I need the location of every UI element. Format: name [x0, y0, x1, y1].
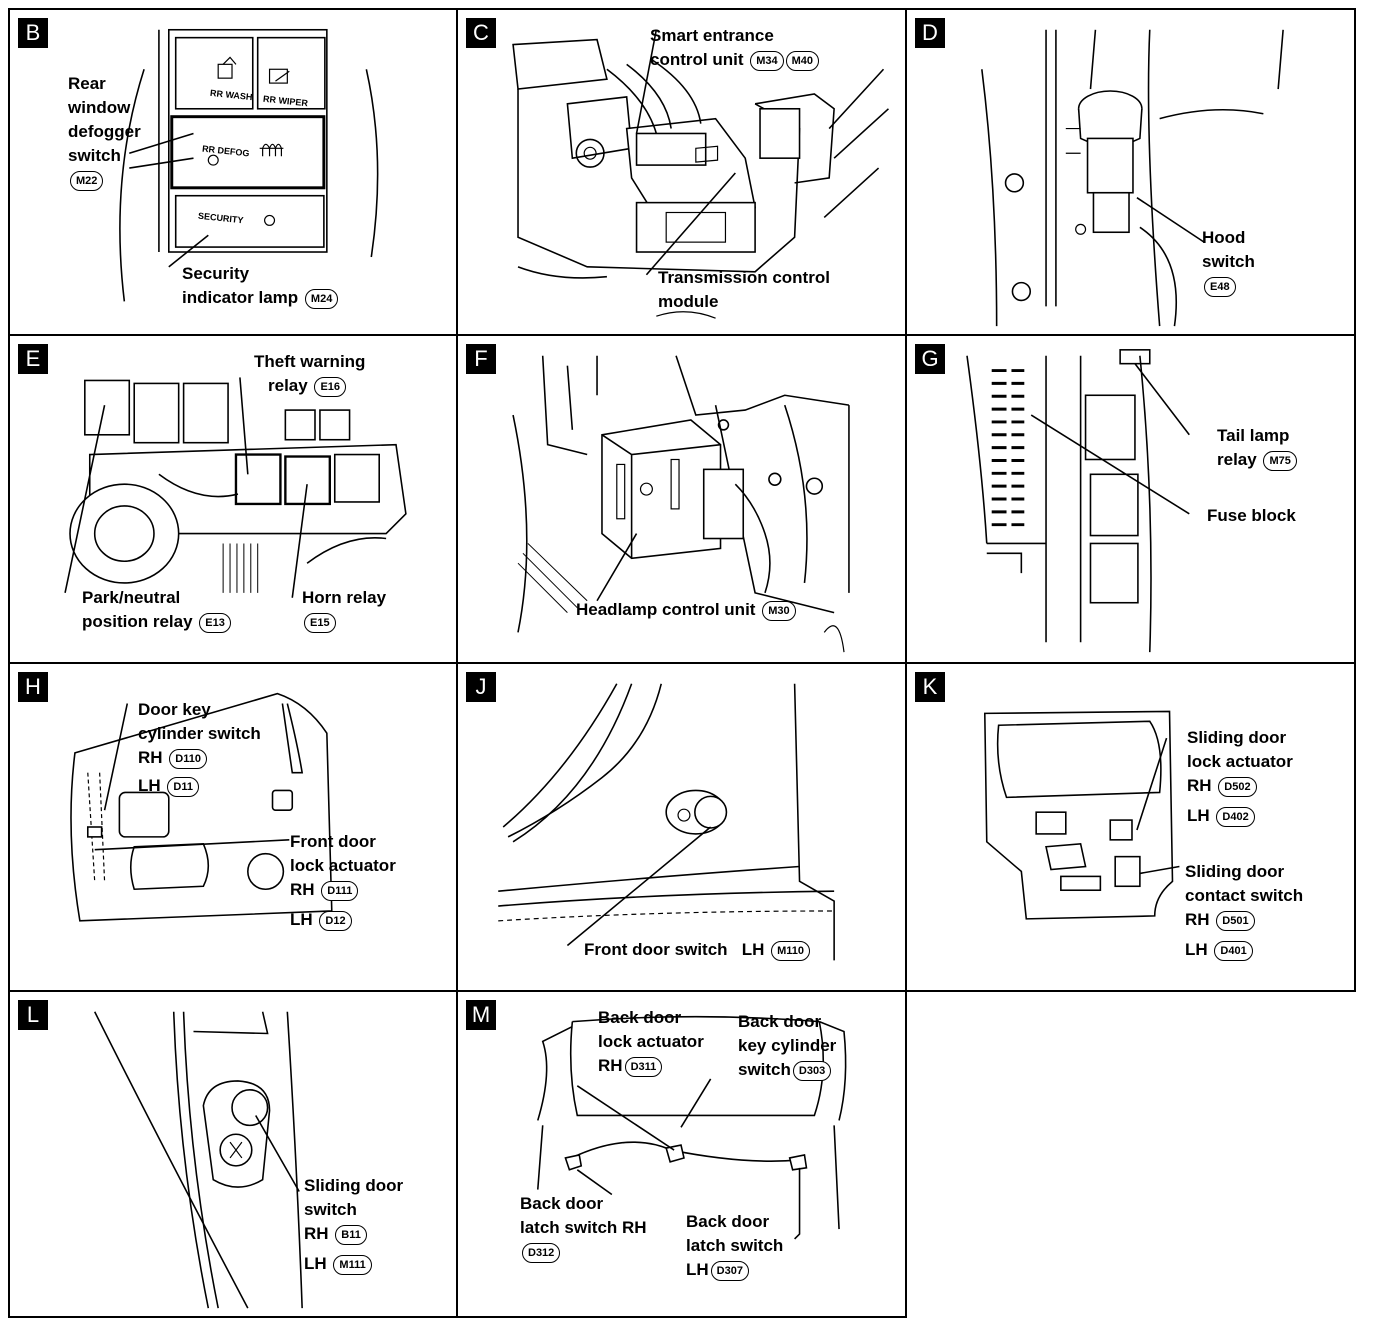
- panel-badge: D: [915, 18, 945, 48]
- connector-e48: E48: [1204, 276, 1236, 297]
- panel-j: J Front door switch LH M110: [456, 662, 907, 992]
- panel-b: B RR WASH RR WIPER RR DEFOG SECURITY Rea…: [8, 8, 458, 336]
- panel-badge: B: [18, 18, 48, 48]
- panel-badge: K: [915, 672, 945, 702]
- headlamp-unit-illustration: [512, 355, 850, 653]
- panel-badge: J: [466, 672, 496, 702]
- connector-m40: M40: [785, 50, 820, 71]
- sliding-door-switch-label: Sliding door switch RH B11 LH M111: [304, 1176, 404, 1275]
- connector-e15: E15: [304, 612, 336, 633]
- door-key-cylinder-label: Door key cylinder switch RH D110 LH D11: [138, 700, 261, 797]
- connector-m110: M110: [771, 940, 811, 961]
- relay-box-illustration: [64, 377, 407, 598]
- park-neutral-label: Park/neutral position relay E13: [82, 586, 231, 634]
- theft-relay-label: Theft warning relay E16: [254, 352, 366, 397]
- panel-badge: C: [466, 18, 496, 48]
- back-door-latch-rh-label: Back door latch switch RH D312: [520, 1192, 647, 1264]
- panel-badge: G: [915, 344, 945, 374]
- front-door-switch-label: Front door switch LH M110: [584, 938, 811, 962]
- connector-d311: D311: [624, 1056, 663, 1077]
- connector-d401: D401: [1214, 940, 1253, 961]
- fuse-block-illustration: [966, 349, 1190, 653]
- connector-m22: M22: [70, 170, 104, 191]
- front-door-switch-illustration: [498, 683, 835, 961]
- fuse-block-label: Fuse block: [1207, 506, 1296, 525]
- connector-d312: D312: [522, 1242, 561, 1263]
- connector-d111: D111: [321, 880, 359, 901]
- sliding-door-contact-label: Sliding door contact switch RH D501 LH D…: [1185, 862, 1304, 961]
- connector-e16: E16: [314, 376, 347, 397]
- connector-d307: D307: [710, 1260, 749, 1281]
- sliding-door-switch-illustration: [94, 1011, 303, 1309]
- panel-d: D Hood switch E48: [905, 8, 1356, 336]
- panel-f: F Headlamp control unit M30: [456, 334, 907, 664]
- connector-d402: D402: [1216, 806, 1255, 827]
- connector-m30: M30: [762, 600, 796, 621]
- panel-badge: L: [18, 1000, 48, 1030]
- panel-g: G Tail lamp relay M75 Fuse block: [905, 334, 1356, 664]
- panel-badge: H: [18, 672, 48, 702]
- connector-d303: D303: [792, 1060, 832, 1081]
- front-door-lock-label: Front door lock actuator RH D111 LH D12: [290, 832, 396, 931]
- connector-m34: M34: [750, 50, 784, 71]
- hood-switch-illustration: [981, 29, 1284, 327]
- back-door-illustration: [536, 1015, 847, 1240]
- fuse-slots: [991, 369, 1025, 527]
- connector-d501: D501: [1216, 910, 1255, 931]
- control-unit-illustration: [512, 29, 889, 319]
- tcm-label: Transmission control module: [658, 268, 830, 311]
- connector-d110: D110: [169, 748, 207, 769]
- connector-m111: M111: [333, 1254, 372, 1275]
- panel-l: L Sliding door switch RH B11 LH M111: [8, 990, 458, 1318]
- panel-h: H Door key cylinder switch RH D110 LH D1…: [8, 662, 458, 992]
- switch-panel-illustration: [119, 28, 379, 302]
- headlamp-unit-label: Headlamp control unit M30: [576, 598, 796, 622]
- connector-d11: D11: [167, 776, 199, 797]
- security-lamp-label: Security indicator lamp M24: [182, 262, 339, 310]
- panel-badge: M: [466, 1000, 496, 1030]
- connector-m24: M24: [304, 288, 339, 309]
- connector-b11: B11: [335, 1224, 367, 1245]
- sliding-door-lock-label: Sliding door lock actuator RH D502 LH D4…: [1187, 728, 1293, 827]
- horn-relay-label: Horn relay E15: [302, 586, 386, 634]
- tail-lamp-relay-label: Tail lamp relay M75: [1217, 424, 1297, 472]
- panel-k: K Sliding door lock actuator RH D502 LH …: [905, 662, 1356, 992]
- connector-e13: E13: [199, 612, 231, 633]
- front-door-illustration: [70, 692, 333, 922]
- panel-e: E Theft warning relay E16 Park/neutral p…: [8, 334, 458, 664]
- sliding-door-illustration: [983, 710, 1180, 920]
- connector-d12: D12: [319, 910, 352, 931]
- panel-badge: F: [466, 344, 496, 374]
- panel-badge: E: [18, 344, 48, 374]
- rear-defogger-label: Rear window defogger switch M22: [68, 72, 141, 192]
- hood-switch-label: Hood switch E48: [1202, 226, 1255, 298]
- connector-d502: D502: [1218, 776, 1257, 797]
- connector-m75: M75: [1263, 450, 1297, 471]
